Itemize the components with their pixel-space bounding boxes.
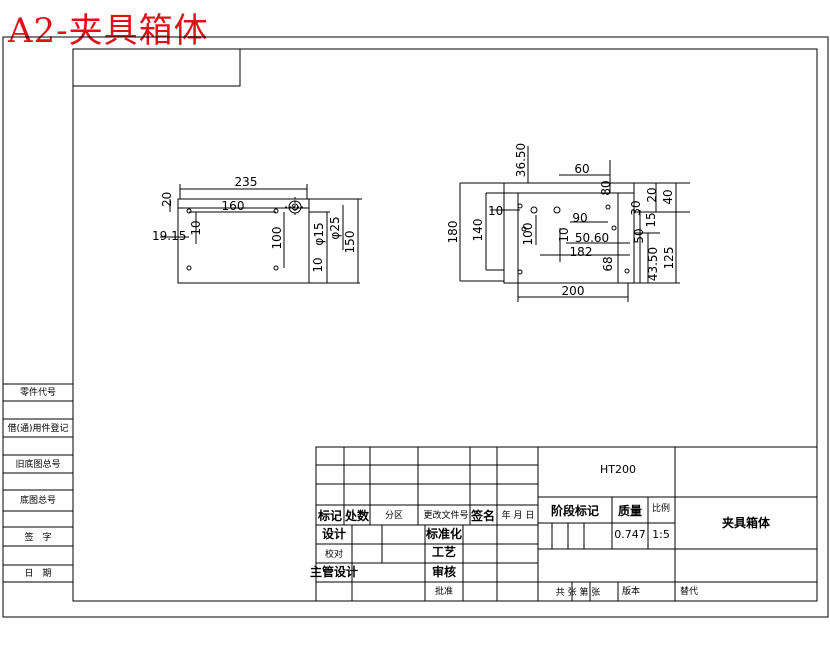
left-view bbox=[160, 184, 362, 284]
label-change-doc: 更改文件号 bbox=[423, 509, 468, 521]
strip-base-no: 底图总号 bbox=[20, 494, 56, 506]
label-count: 处数 bbox=[344, 508, 370, 523]
dim-10: 10 bbox=[488, 204, 503, 218]
label-review: 审核 bbox=[432, 564, 456, 579]
page-title: A2-夹具箱体 bbox=[8, 11, 209, 51]
label-chief-design: 主管设计 bbox=[310, 564, 358, 579]
strip-signature: 签 字 bbox=[24, 531, 51, 543]
dim-140: 140 bbox=[471, 219, 485, 242]
dim-10: 10 bbox=[189, 220, 203, 235]
label-sign: 签名 bbox=[470, 508, 495, 523]
dim-40: 40 bbox=[661, 189, 675, 204]
dim-10b: 10 bbox=[557, 227, 571, 242]
title-block bbox=[315, 446, 818, 602]
label-date: 年 月 日 bbox=[502, 509, 535, 521]
dim-20: 20 bbox=[645, 187, 659, 202]
strip-borrowed-reg: 借(通)用件登记 bbox=[7, 422, 68, 434]
label-mass: 质量 bbox=[618, 503, 642, 518]
top-left-box bbox=[72, 48, 241, 87]
material-value: HT200 bbox=[600, 463, 636, 476]
label-proofread: 校对 bbox=[325, 548, 343, 560]
left-strip: 零件代号 借(通)用件登记 旧底图总号 底图总号 签 字 日 期 bbox=[3, 383, 73, 583]
strip-date: 日 期 bbox=[24, 568, 51, 579]
dim-80: 80 bbox=[599, 180, 613, 195]
outer-border bbox=[2, 36, 829, 618]
dim-180: 180 bbox=[446, 221, 460, 244]
mass-value: 0.747 bbox=[614, 528, 646, 541]
strip-old-base: 旧底图总号 bbox=[15, 458, 60, 470]
label-zone: 分区 bbox=[385, 510, 403, 521]
label-process: 工艺 bbox=[432, 544, 456, 559]
dim-50-60: 50.60 bbox=[575, 231, 609, 245]
label-approve: 批准 bbox=[435, 585, 453, 597]
dim-phi25: φ25 bbox=[328, 216, 342, 239]
label-mark: 标记 bbox=[317, 508, 342, 523]
dim-150: 150 bbox=[343, 231, 357, 254]
label-version: 版本 bbox=[622, 585, 640, 597]
label-stage-mark: 阶段标记 bbox=[551, 503, 599, 518]
dim-10b: 10 bbox=[311, 257, 325, 272]
dim-200: 200 bbox=[562, 284, 585, 298]
dim-50: 50 bbox=[632, 228, 646, 243]
scale-value: 1:5 bbox=[652, 528, 670, 541]
dim-68: 68 bbox=[601, 256, 615, 271]
dim-235: 235 bbox=[235, 175, 258, 189]
dim-60: 60 bbox=[574, 162, 589, 176]
dim-125: 125 bbox=[662, 247, 676, 270]
dim-100: 100 bbox=[521, 223, 535, 246]
dim-43-50: 43.50 bbox=[646, 247, 660, 281]
left-part-outline bbox=[177, 198, 310, 284]
dim-20: 20 bbox=[160, 192, 174, 207]
dim-182: 182 bbox=[570, 245, 593, 259]
right-view bbox=[459, 146, 690, 302]
label-scale: 比例 bbox=[652, 502, 670, 514]
label-replace: 替代 bbox=[680, 585, 698, 597]
strip-part-code: 零件代号 bbox=[20, 386, 56, 398]
dim-30: 30 bbox=[629, 200, 643, 215]
label-sheets: 共 张 第 张 bbox=[556, 586, 601, 598]
dim-90: 90 bbox=[572, 211, 587, 225]
dim-15: 15 bbox=[644, 212, 658, 227]
dim-phi15: φ15 bbox=[312, 222, 326, 245]
dim-100: 100 bbox=[270, 227, 284, 250]
dim-160: 160 bbox=[222, 199, 245, 213]
dim-36-50: 36.50 bbox=[514, 143, 528, 177]
part-name: 夹具箱体 bbox=[722, 515, 771, 530]
dim-19-15: 19.15 bbox=[152, 229, 186, 243]
label-standardize: 标准化 bbox=[425, 526, 462, 541]
label-design: 设计 bbox=[322, 526, 346, 541]
